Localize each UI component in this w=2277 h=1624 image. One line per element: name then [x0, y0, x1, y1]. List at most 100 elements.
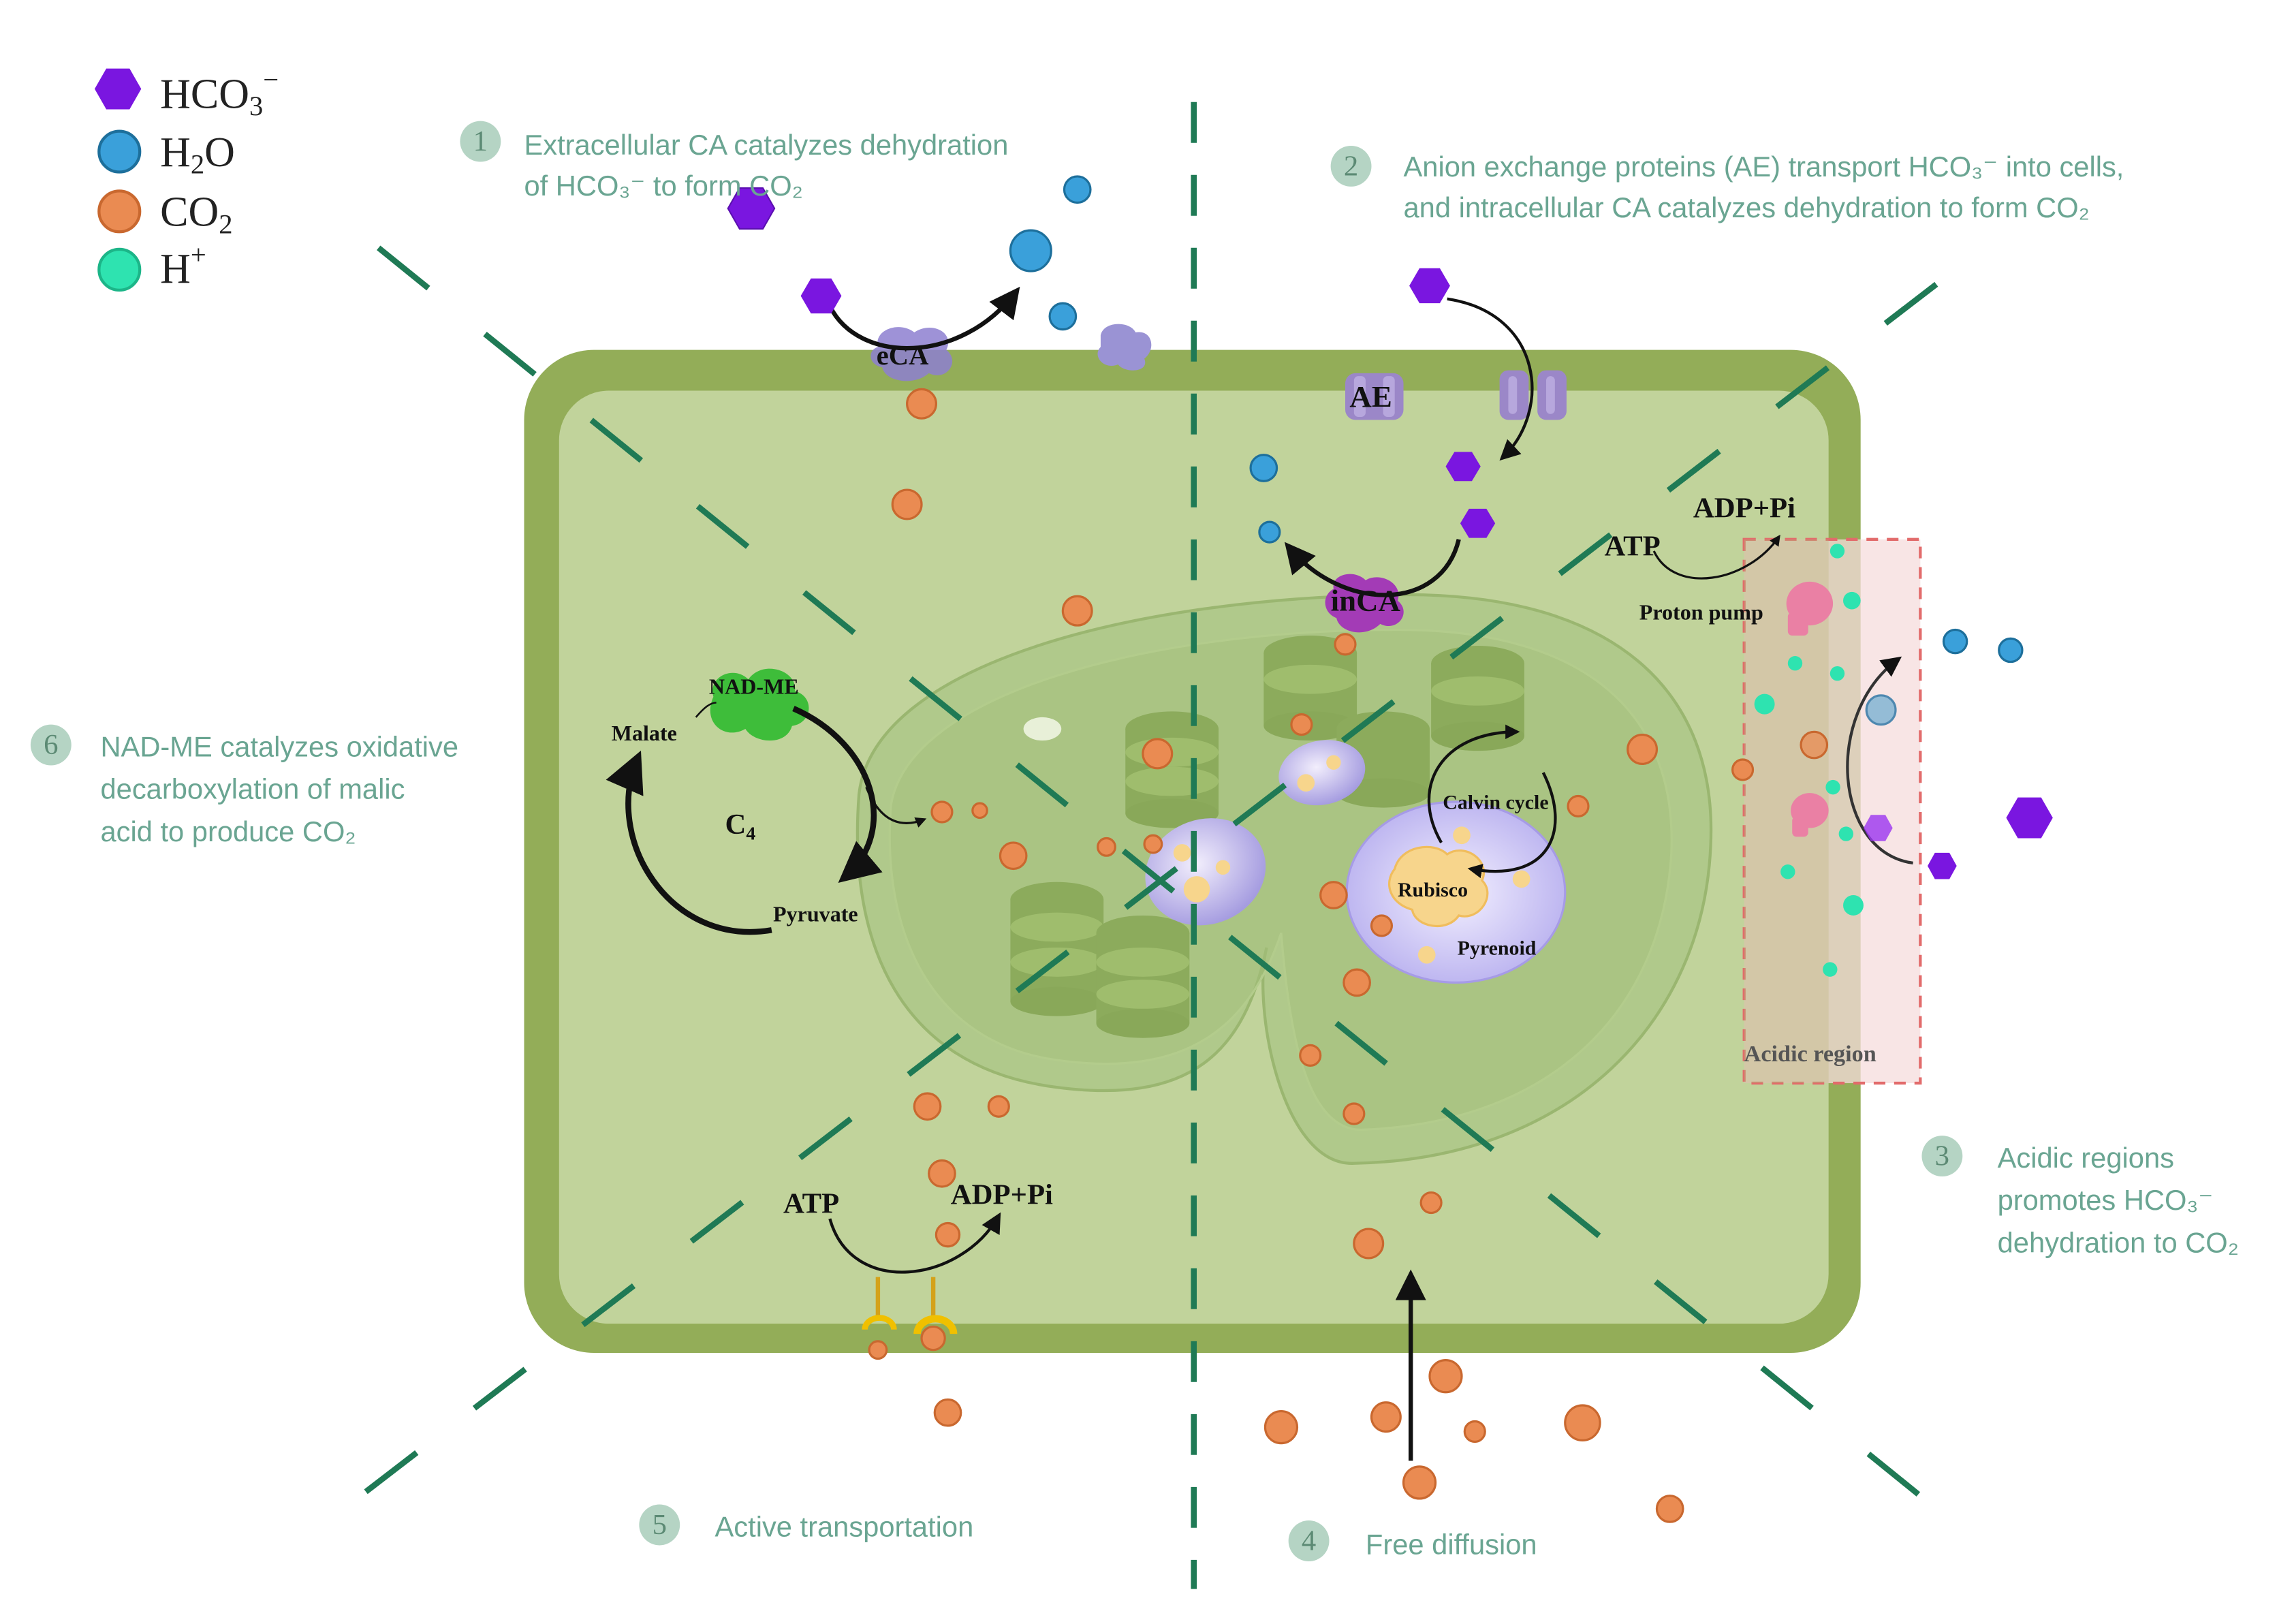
- step-number: 5: [653, 1509, 667, 1541]
- calvin-cycle-label: Calvin cycle: [1443, 792, 1548, 814]
- acidic-region: [1742, 537, 1922, 1085]
- h2o-molecule: [1009, 229, 1052, 272]
- legend-item-h2o: H2O: [97, 129, 235, 180]
- thylakoid-stack: [1125, 711, 1219, 828]
- step-6: 6 NAD-ME catalyzes oxidative decarboxyla…: [30, 724, 458, 847]
- hco3-legend-icon: [94, 68, 142, 110]
- h-ion-molecule: [1843, 894, 1864, 916]
- co2-molecule: [1370, 914, 1394, 937]
- h-ion-molecules: [1754, 544, 1864, 977]
- co2-molecule: [1334, 633, 1357, 656]
- step-6-line-2: decarboxylation of malic: [100, 773, 405, 805]
- h-ion-molecule: [1838, 826, 1853, 841]
- co2-molecule: [987, 1095, 1010, 1118]
- co2-molecule: [913, 1092, 942, 1121]
- h2o-molecules: [1009, 175, 2024, 726]
- co2-molecule: [1143, 834, 1163, 854]
- step-number-badge: [1330, 146, 1372, 187]
- co2-molecule: [1342, 968, 1371, 997]
- acidic-region-label: Acidic region: [1744, 1042, 1876, 1067]
- diagram-labels: eCA AE inCA ATP ADP+Pi Proton pump Acidi…: [612, 340, 1876, 1220]
- nadme-label: NAD-ME: [709, 674, 799, 699]
- step-2-line-1: Anion exchange proteins (AE) transport H…: [1404, 151, 2124, 183]
- step-1-line-1: Extracellular CA catalyzes dehydration: [524, 129, 1008, 161]
- acidic-region-box: [1742, 537, 1922, 1085]
- reaction-arrows: [606, 286, 1913, 1461]
- step-4: 4 Free diffusion: [1288, 1520, 1537, 1561]
- h2o-molecule: [1865, 694, 1897, 726]
- step-number-badge: [1288, 1520, 1330, 1561]
- h-ion-molecule: [1830, 544, 1845, 559]
- thylakoid-stack: [1431, 646, 1524, 751]
- h-ion-molecule: [1830, 666, 1845, 681]
- h2o-molecule: [1258, 520, 1281, 544]
- calvin-cycle-arrow: [1427, 724, 1520, 844]
- c4-cycle-arrow-right: [792, 706, 883, 884]
- co2-molecule: [1428, 1359, 1463, 1394]
- co2-molecule: [1370, 1401, 1402, 1433]
- step-number-badge: [460, 121, 501, 162]
- eca-enzyme: [870, 327, 953, 381]
- chloroplast-highlight: [1023, 717, 1062, 741]
- adp-pi-label-bottom: ADP+Pi: [951, 1179, 1053, 1211]
- active-transport-arrow: [828, 1212, 1001, 1274]
- ae-label: AE: [1349, 379, 1392, 413]
- co2-molecule: [1353, 1228, 1385, 1260]
- c4-label: C4: [725, 809, 755, 845]
- legend-item-h: H+: [97, 239, 206, 292]
- thylakoid-stack: [1263, 636, 1357, 741]
- step-number: 6: [44, 729, 58, 761]
- ae-transporter-channel: [1499, 370, 1567, 420]
- section-divider-lines: [341, 102, 1938, 1589]
- starch-vesicle: [1278, 740, 1366, 806]
- h-ion-molecule: [1843, 591, 1861, 610]
- co2-molecules: [868, 388, 1829, 1523]
- hco3-molecule: [1863, 815, 1893, 841]
- h-ion-molecule: [1754, 693, 1775, 715]
- hco3-molecule: [1928, 852, 1957, 879]
- h-ion-legend-icon: [97, 247, 142, 292]
- co2-molecule: [1655, 1495, 1684, 1523]
- co2-legend-icon: [97, 189, 142, 234]
- atp-label-top: ATP: [1604, 530, 1660, 562]
- h2o-molecule: [1249, 454, 1278, 482]
- step-3-line-1: Acidic regions: [1998, 1142, 2174, 1174]
- step-number-badge: [1921, 1136, 1963, 1177]
- hco3-molecule: [1460, 508, 1496, 538]
- atp-transporter: [862, 1277, 958, 1334]
- proton-pump-arrow: [1652, 534, 1780, 580]
- step-number-badge: [639, 1504, 680, 1546]
- step-5-line-1: Active transportation: [714, 1511, 973, 1543]
- step-number: 2: [1344, 150, 1358, 182]
- co2-molecule: [999, 841, 1028, 871]
- hco3-molecules: [727, 187, 2053, 879]
- inca-label: inCA: [1331, 584, 1401, 618]
- co2-molecule: [868, 1340, 888, 1360]
- co2-molecule: [1627, 733, 1659, 765]
- co2-molecule: [1299, 1044, 1322, 1067]
- h-ion-molecule: [1823, 962, 1838, 977]
- rubisco-label: Rubisco: [1398, 879, 1468, 901]
- step-6-line-1: NAD-ME catalyzes oxidative: [100, 731, 458, 763]
- hco3-molecule: [1445, 452, 1481, 482]
- step-2-line-2: and intracellular CA catalyzes dehydrati…: [1404, 191, 2090, 223]
- hco3-molecule: [1409, 268, 1450, 304]
- legend-label-hco3: HCO3−: [160, 65, 279, 122]
- step-4-line-1: Free diffusion: [1366, 1528, 1537, 1560]
- proton-pump: [1786, 581, 1834, 837]
- co2-molecule: [971, 802, 988, 819]
- malate-link-line: [695, 702, 717, 718]
- h-ion-molecule: [1780, 864, 1795, 879]
- eca-arrow: [828, 286, 1020, 351]
- co2-molecule: [891, 488, 923, 520]
- co2-molecule: [1731, 758, 1755, 781]
- step-number: 4: [1302, 1525, 1316, 1557]
- thylakoid-stack: [1010, 881, 1104, 1016]
- co2-molecule: [933, 1398, 962, 1427]
- step-1-line-2: of HCO₃⁻ to form CO₂: [524, 170, 802, 202]
- hco3-molecule: [2006, 797, 2053, 839]
- inca-arrow: [1284, 539, 1461, 597]
- co2-molecule: [935, 1221, 961, 1248]
- step-number: 1: [473, 125, 488, 157]
